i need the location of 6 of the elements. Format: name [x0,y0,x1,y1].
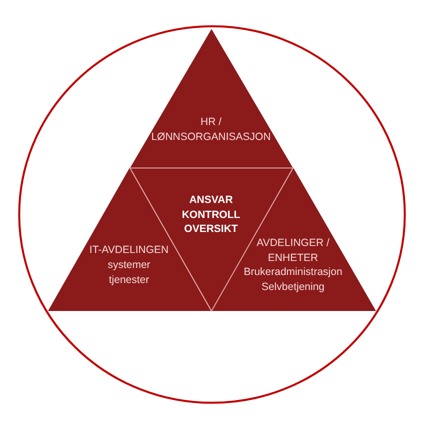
segment-text: systemer tjenester [107,258,151,287]
segment-heading: AVDELINGER / ENHETER [256,236,330,265]
center-heading: ANSVAR KONTROLL OVERSIKT [181,193,241,236]
segment-heading: HR / LØNNSORGANISASJON [150,115,272,144]
segment-text: Brukeradministrasjon Selvbetjening [243,265,343,294]
segment-heading: IT-AVDELINGEN [88,243,170,258]
